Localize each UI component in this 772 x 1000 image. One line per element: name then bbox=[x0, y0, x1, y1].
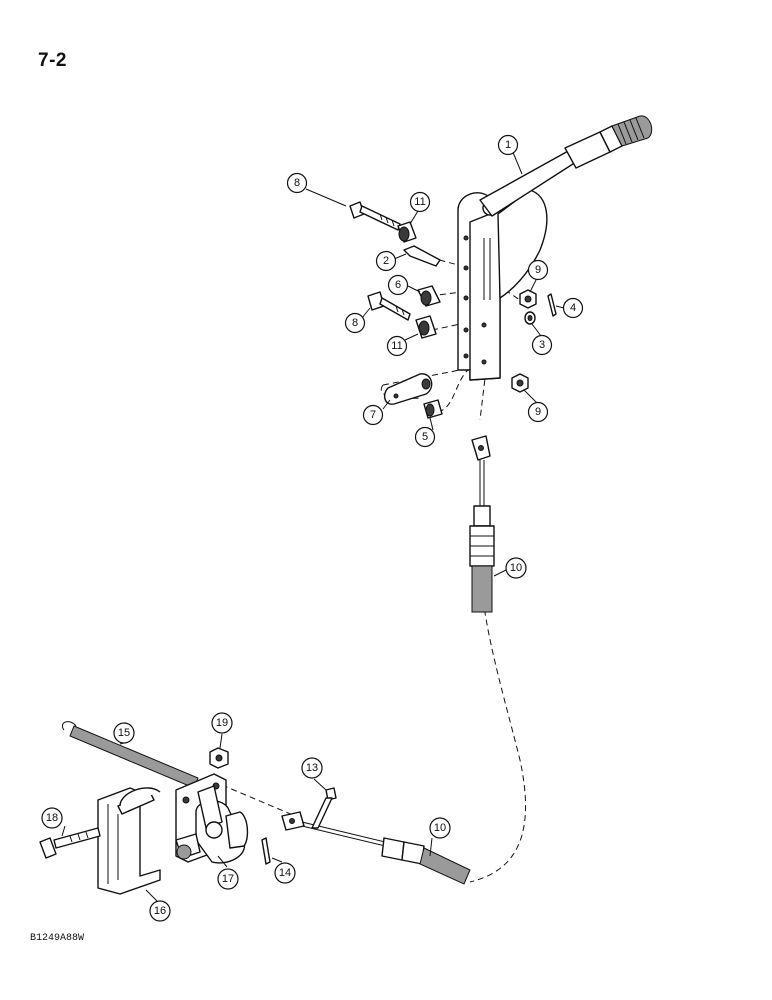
callout-18: 18 bbox=[41, 807, 63, 829]
brake-cable-upper bbox=[469, 435, 495, 613]
brake-actuator bbox=[175, 773, 249, 864]
svg-text:9: 9 bbox=[535, 264, 541, 276]
bolt-lower bbox=[367, 291, 411, 321]
callout-19: 19 bbox=[211, 712, 233, 734]
callout-13: 13 bbox=[301, 757, 323, 779]
figure-code: B1249A88W bbox=[30, 933, 85, 944]
svg-text:9: 9 bbox=[535, 406, 541, 418]
clamp-spacer bbox=[423, 399, 443, 419]
callout-9-upper: 9 bbox=[527, 259, 549, 281]
svg-text:17: 17 bbox=[222, 873, 234, 885]
svg-text:4: 4 bbox=[570, 302, 576, 314]
callout-8-lower: 8 bbox=[344, 312, 366, 334]
svg-text:2: 2 bbox=[383, 255, 389, 267]
svg-text:13: 13 bbox=[306, 762, 318, 774]
nut-upper bbox=[519, 289, 537, 309]
callout-14: 14 bbox=[274, 862, 296, 884]
callout-3: 3 bbox=[531, 334, 553, 356]
nut-lower bbox=[511, 373, 529, 393]
callout-1: 1 bbox=[497, 134, 519, 156]
svg-text:7: 7 bbox=[370, 409, 376, 421]
svg-text:5: 5 bbox=[422, 431, 428, 443]
svg-text:15: 15 bbox=[118, 727, 130, 739]
spacer-upper bbox=[397, 221, 417, 243]
callout-8-upper: 8 bbox=[286, 172, 308, 194]
svg-text:1: 1 bbox=[505, 139, 511, 151]
mounting-bracket bbox=[97, 787, 161, 895]
callout-15: 15 bbox=[113, 722, 135, 744]
spacer-middle bbox=[417, 285, 441, 307]
mounting-bolt bbox=[39, 827, 101, 859]
svg-text:11: 11 bbox=[414, 196, 425, 208]
callout-5: 5 bbox=[414, 426, 436, 448]
svg-text:8: 8 bbox=[294, 177, 300, 189]
callout-16: 16 bbox=[149, 900, 171, 922]
callout-17: 17 bbox=[217, 868, 239, 890]
svg-text:19: 19 bbox=[216, 717, 228, 729]
lower-nut bbox=[209, 747, 229, 769]
callout-7: 7 bbox=[362, 404, 384, 426]
spacer-lower bbox=[415, 315, 437, 339]
svg-text:14: 14 bbox=[279, 867, 291, 879]
svg-text:3: 3 bbox=[539, 339, 545, 351]
brake-cable-lower bbox=[281, 811, 471, 885]
cotter-pin-upper bbox=[547, 293, 557, 317]
washer bbox=[524, 311, 536, 325]
callout-11-lower: 11 bbox=[386, 335, 408, 357]
svg-text:10: 10 bbox=[510, 562, 522, 574]
svg-text:16: 16 bbox=[154, 905, 166, 917]
hand-brake-lever bbox=[457, 115, 653, 381]
leader-lines bbox=[61, 149, 565, 902]
clevis-pin bbox=[403, 245, 441, 267]
callout-11-upper: 11 bbox=[409, 191, 431, 213]
callout-10-upper: 10 bbox=[505, 557, 527, 579]
svg-text:10: 10 bbox=[434, 822, 446, 834]
cable-clamp bbox=[383, 373, 433, 405]
svg-text:18: 18 bbox=[46, 812, 58, 824]
callout-4: 4 bbox=[562, 297, 584, 319]
callout-10-lower: 10 bbox=[429, 817, 451, 839]
svg-text:6: 6 bbox=[395, 279, 401, 291]
callout-2: 2 bbox=[375, 250, 397, 272]
callout-9-lower: 9 bbox=[527, 401, 549, 423]
svg-text:8: 8 bbox=[352, 317, 358, 329]
page-number: 7-2 bbox=[38, 50, 67, 71]
svg-text:11: 11 bbox=[391, 340, 402, 352]
bolt-upper bbox=[349, 201, 401, 231]
clevis-bolt bbox=[311, 787, 337, 829]
cotter-pin-lower bbox=[261, 837, 271, 865]
callout-6: 6 bbox=[387, 274, 409, 296]
